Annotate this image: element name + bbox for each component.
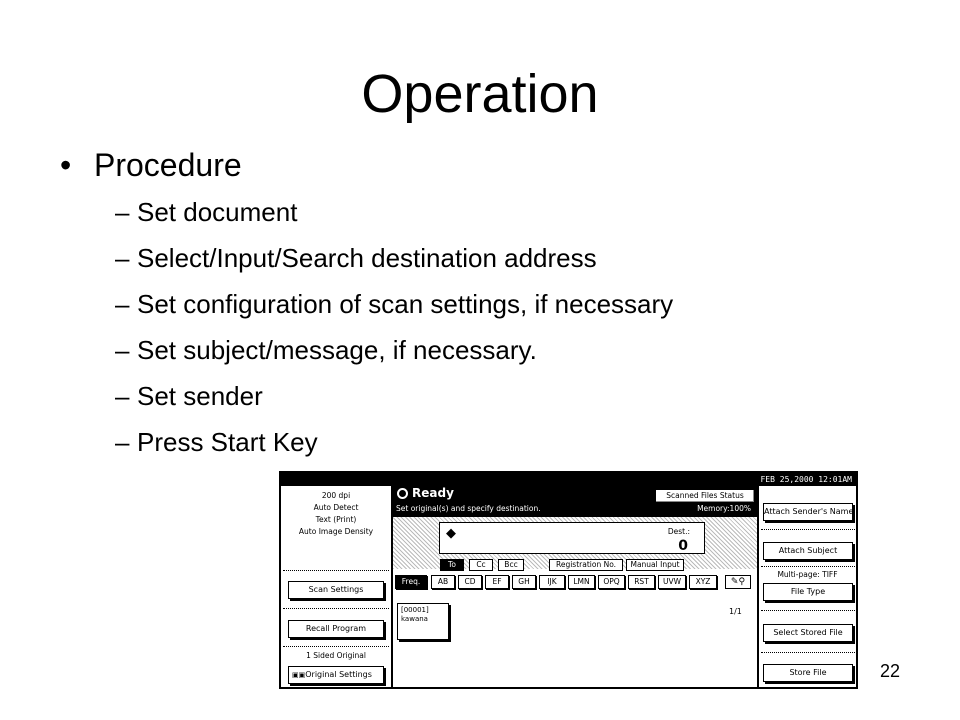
datetime: FEB 25,2000 12:01AM xyxy=(760,475,852,484)
step-text: Press Start Key xyxy=(137,427,318,457)
key-lmn[interactable]: LMN xyxy=(568,575,595,589)
key-ijk[interactable]: IJK xyxy=(539,575,565,589)
search-icon[interactable]: ✎⚲ xyxy=(725,575,751,589)
store-file-button[interactable]: Store File xyxy=(763,664,853,682)
main-panel: Ready Set original(s) and specify destin… xyxy=(393,486,757,687)
tab-to[interactable]: To xyxy=(440,559,464,571)
key-rst[interactable]: RST xyxy=(628,575,655,589)
scanned-files-status-button[interactable]: Scanned Files Status xyxy=(655,489,755,503)
attach-sender-name-button[interactable]: Attach Sender's Name xyxy=(763,503,853,521)
scan-info: 200 dpi Auto Detect Text (Print) Auto Im… xyxy=(281,490,391,538)
key-freq[interactable]: Freq. xyxy=(395,575,427,589)
detect-text: Auto Detect xyxy=(313,503,359,512)
dash: – xyxy=(115,335,130,365)
destination-box: ◆ Dest.: 0 xyxy=(439,522,705,554)
left-panel: 200 dpi Auto Detect Text (Print) Auto Im… xyxy=(281,486,393,687)
tab-bcc[interactable]: Bcc xyxy=(498,559,524,571)
dash: – xyxy=(115,289,130,319)
attach-subject-button[interactable]: Attach Subject xyxy=(763,542,853,560)
scan-settings-button[interactable]: Scan Settings xyxy=(288,581,384,599)
step-text: Set document xyxy=(137,197,298,227)
key-opq[interactable]: OPQ xyxy=(598,575,625,589)
key-gh[interactable]: GH xyxy=(512,575,536,589)
destination-list: [00001] kawana 1/1 xyxy=(393,593,757,687)
step-text: Set configuration of scan settings, if n… xyxy=(137,289,674,319)
bullet-text: Procedure xyxy=(94,147,242,183)
key-ab[interactable]: AB xyxy=(431,575,455,589)
divider xyxy=(761,652,855,653)
type-text: Text (Print) xyxy=(315,515,357,524)
bullet-dot: • xyxy=(60,147,72,183)
divider xyxy=(283,646,389,647)
dash: – xyxy=(115,197,130,227)
scanner-screen: FEB 25,2000 12:01AM 200 dpi Auto Detect … xyxy=(279,471,858,689)
tab-cc[interactable]: Cc xyxy=(469,559,493,571)
key-uvw[interactable]: UVW xyxy=(658,575,686,589)
dest-count: 0 xyxy=(678,538,688,554)
page-indicator: 1/1 xyxy=(729,607,742,616)
step-text: Set subject/message, if necessary. xyxy=(137,335,537,365)
divider xyxy=(283,608,389,609)
top-status-bar: FEB 25,2000 12:01AM xyxy=(281,473,856,486)
entry-code: [00001] xyxy=(401,606,429,614)
ready-text: Ready xyxy=(412,486,454,500)
right-panel: Attach Sender's Name Attach Subject Mult… xyxy=(757,486,856,687)
dash: – xyxy=(115,381,130,411)
instruction-text: Set original(s) and specify destination. xyxy=(396,504,541,513)
slide-title: Operation xyxy=(361,64,599,124)
sided-original-label: 1 Sided Original xyxy=(306,651,366,660)
step-text: Select/Input/Search destination address xyxy=(137,243,597,273)
key-ef[interactable]: EF xyxy=(485,575,509,589)
divider xyxy=(283,570,389,571)
registration-no-button[interactable]: Registration No. xyxy=(549,559,623,571)
entry-name: kawana xyxy=(401,615,428,623)
destination-entry[interactable]: [00001] kawana xyxy=(397,603,449,640)
density-text: Auto Image Density xyxy=(298,527,374,536)
dash: – xyxy=(115,427,130,457)
key-xyz[interactable]: XYZ xyxy=(689,575,717,589)
original-settings-button[interactable]: ▣▣Original Settings xyxy=(288,666,384,684)
select-stored-file-button[interactable]: Select Stored File xyxy=(763,624,853,642)
ready-bar: Ready Set original(s) and specify destin… xyxy=(393,486,757,517)
multipage-label: Multi-page: TIFF xyxy=(777,570,838,579)
divider xyxy=(761,529,855,530)
divider xyxy=(761,566,855,567)
dash: – xyxy=(115,243,130,273)
file-type-button[interactable]: File Type xyxy=(763,583,853,601)
slide-number: 22 xyxy=(880,661,901,681)
divider xyxy=(761,610,855,611)
tag-icon: ◆ xyxy=(446,526,456,541)
original-settings-label: Original Settings xyxy=(305,670,372,679)
dest-label: Dest.: xyxy=(667,527,690,536)
original-icon: ▣▣ xyxy=(292,671,306,679)
index-key-row: Freq. AB CD EF GH IJK LMN OPQ RST UVW XY… xyxy=(393,573,757,591)
ready-circle-icon xyxy=(397,488,408,499)
resolution-text: 200 dpi xyxy=(321,491,351,500)
key-cd[interactable]: CD xyxy=(458,575,482,589)
manual-input-button[interactable]: Manual Input xyxy=(626,559,684,571)
memory-text: Memory:100% xyxy=(697,504,751,513)
destination-area: ◆ Dest.: 0 To Cc Bcc Registration No. Ma… xyxy=(393,517,757,571)
step-text: Set sender xyxy=(137,381,263,411)
recall-program-button[interactable]: Recall Program xyxy=(288,620,384,638)
